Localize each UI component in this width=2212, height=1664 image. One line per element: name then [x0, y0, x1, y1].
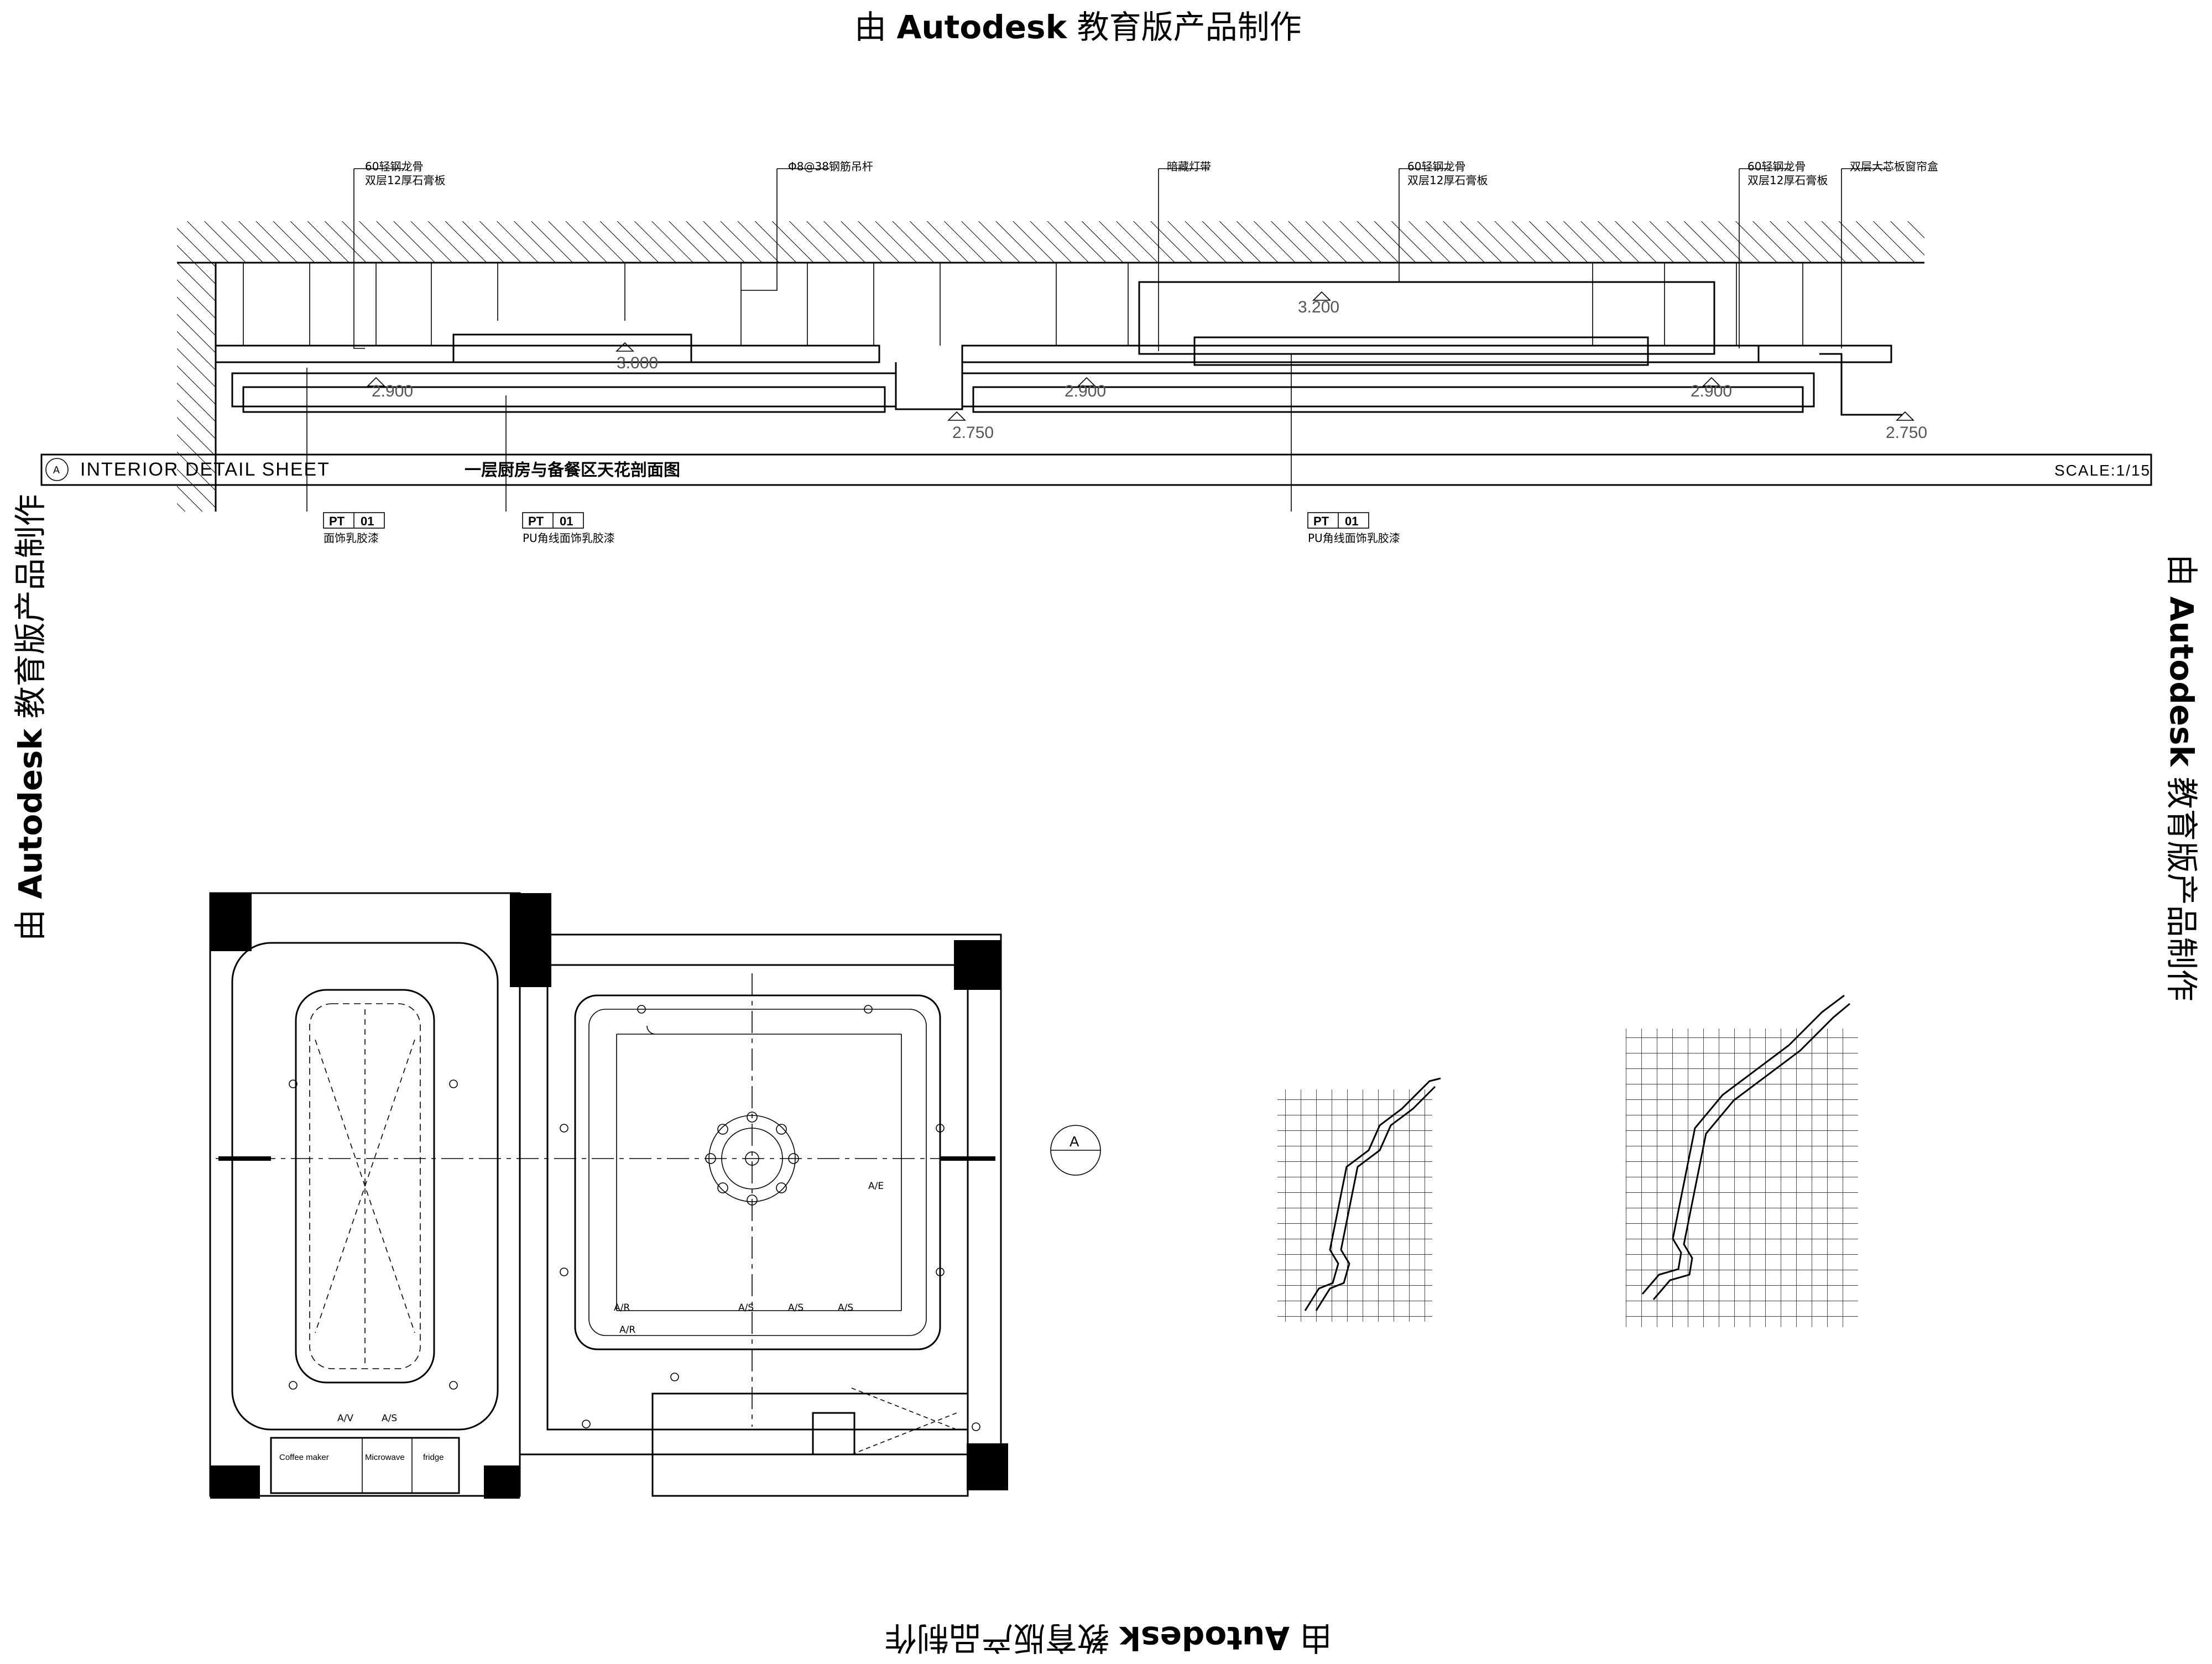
ceiling-section: 2.900 3.000 2.750 3.200 2.900 2.900 2.75… — [177, 160, 1938, 545]
moulding-profile-1 — [1277, 1077, 1441, 1322]
annotation-6: 双层12厚石膏板 — [1407, 174, 1488, 187]
annotation-leaders — [353, 168, 1891, 351]
title-marker: A — [53, 465, 60, 476]
level-4: 3.200 — [1298, 298, 1339, 316]
slab-hatch — [177, 221, 1924, 263]
av-label-4: A/S — [738, 1302, 754, 1313]
tag-1-num: 01 — [361, 514, 374, 528]
annotation-7: 60轻钢龙骨 — [1747, 160, 1806, 173]
av-label-7: A/E — [868, 1181, 884, 1192]
tag-leaders — [306, 354, 1369, 529]
appliance-microwave: Microwave — [365, 1453, 405, 1462]
level-3: 2.750 — [952, 424, 994, 442]
appliance-fridge: fridge — [423, 1453, 444, 1462]
sheet-title: INTERIOR DETAIL SHEET — [80, 459, 330, 480]
tag-2-num: 01 — [560, 514, 573, 528]
ceiling-plan: A Coffee maker Microwave fridge A/V A/S … — [209, 892, 1101, 1499]
tag-3-desc: PU角线面饰乳胶漆 — [1308, 531, 1400, 545]
moulding-profile-2 — [1626, 994, 1858, 1327]
av-label-3: A/R — [614, 1302, 630, 1313]
annotation-5: 60轻钢龙骨 — [1407, 160, 1465, 173]
scale-label: SCALE:1/15 — [2054, 462, 2151, 479]
tag-3-num: 01 — [1345, 514, 1358, 528]
annotation-2: 双层12厚石膏板 — [365, 174, 445, 187]
annotation-4: 暗藏灯带 — [1167, 160, 1211, 173]
level-2: 3.000 — [617, 354, 658, 372]
av-label-1: A/V — [337, 1413, 353, 1424]
level-5: 2.900 — [1065, 382, 1106, 400]
annotation-1: 60轻钢龙骨 — [365, 160, 423, 173]
tag-2-desc: PU角线面饰乳胶漆 — [523, 531, 615, 545]
tag-1-desc: 面饰乳胶漆 — [324, 531, 379, 545]
ceiling-boards — [215, 281, 1902, 416]
annotation-9: 双层大芯板窗帘盒 — [1850, 160, 1938, 173]
level-1: 2.900 — [372, 382, 413, 400]
level-markers: 2.900 3.000 2.750 3.200 2.900 2.900 2.75… — [367, 291, 1927, 442]
wall-hatch — [177, 263, 216, 512]
av-label-6: A/S — [838, 1302, 853, 1313]
annotation-3: Φ8@38钢筋吊杆 — [788, 160, 873, 173]
hanger-rods — [243, 263, 1803, 346]
level-7: 2.750 — [1886, 424, 1927, 442]
level-6: 2.900 — [1691, 382, 1732, 400]
tag-2-code: PT — [528, 514, 544, 528]
title-bar: A INTERIOR DETAIL SHEET 一层厨房与备餐区天花剖面图 SC… — [40, 453, 2152, 486]
tag-3-code: PT — [1313, 514, 1329, 528]
av-label-2: A/S — [382, 1413, 397, 1424]
plan-section-marker: A — [1070, 1133, 1079, 1150]
watermark-top: 由 Autodesk 教育版产品制作 — [854, 8, 1302, 46]
annotation-8: 双层12厚石膏板 — [1747, 174, 1828, 187]
appliance-coffee: Coffee maker — [279, 1453, 329, 1462]
tag-1-code: PT — [329, 514, 345, 528]
av-label-8: A/R — [619, 1324, 635, 1336]
drawing-name: 一层厨房与备餐区天花剖面图 — [465, 461, 680, 480]
av-label-5: A/S — [788, 1302, 804, 1313]
downlights — [289, 1005, 980, 1431]
